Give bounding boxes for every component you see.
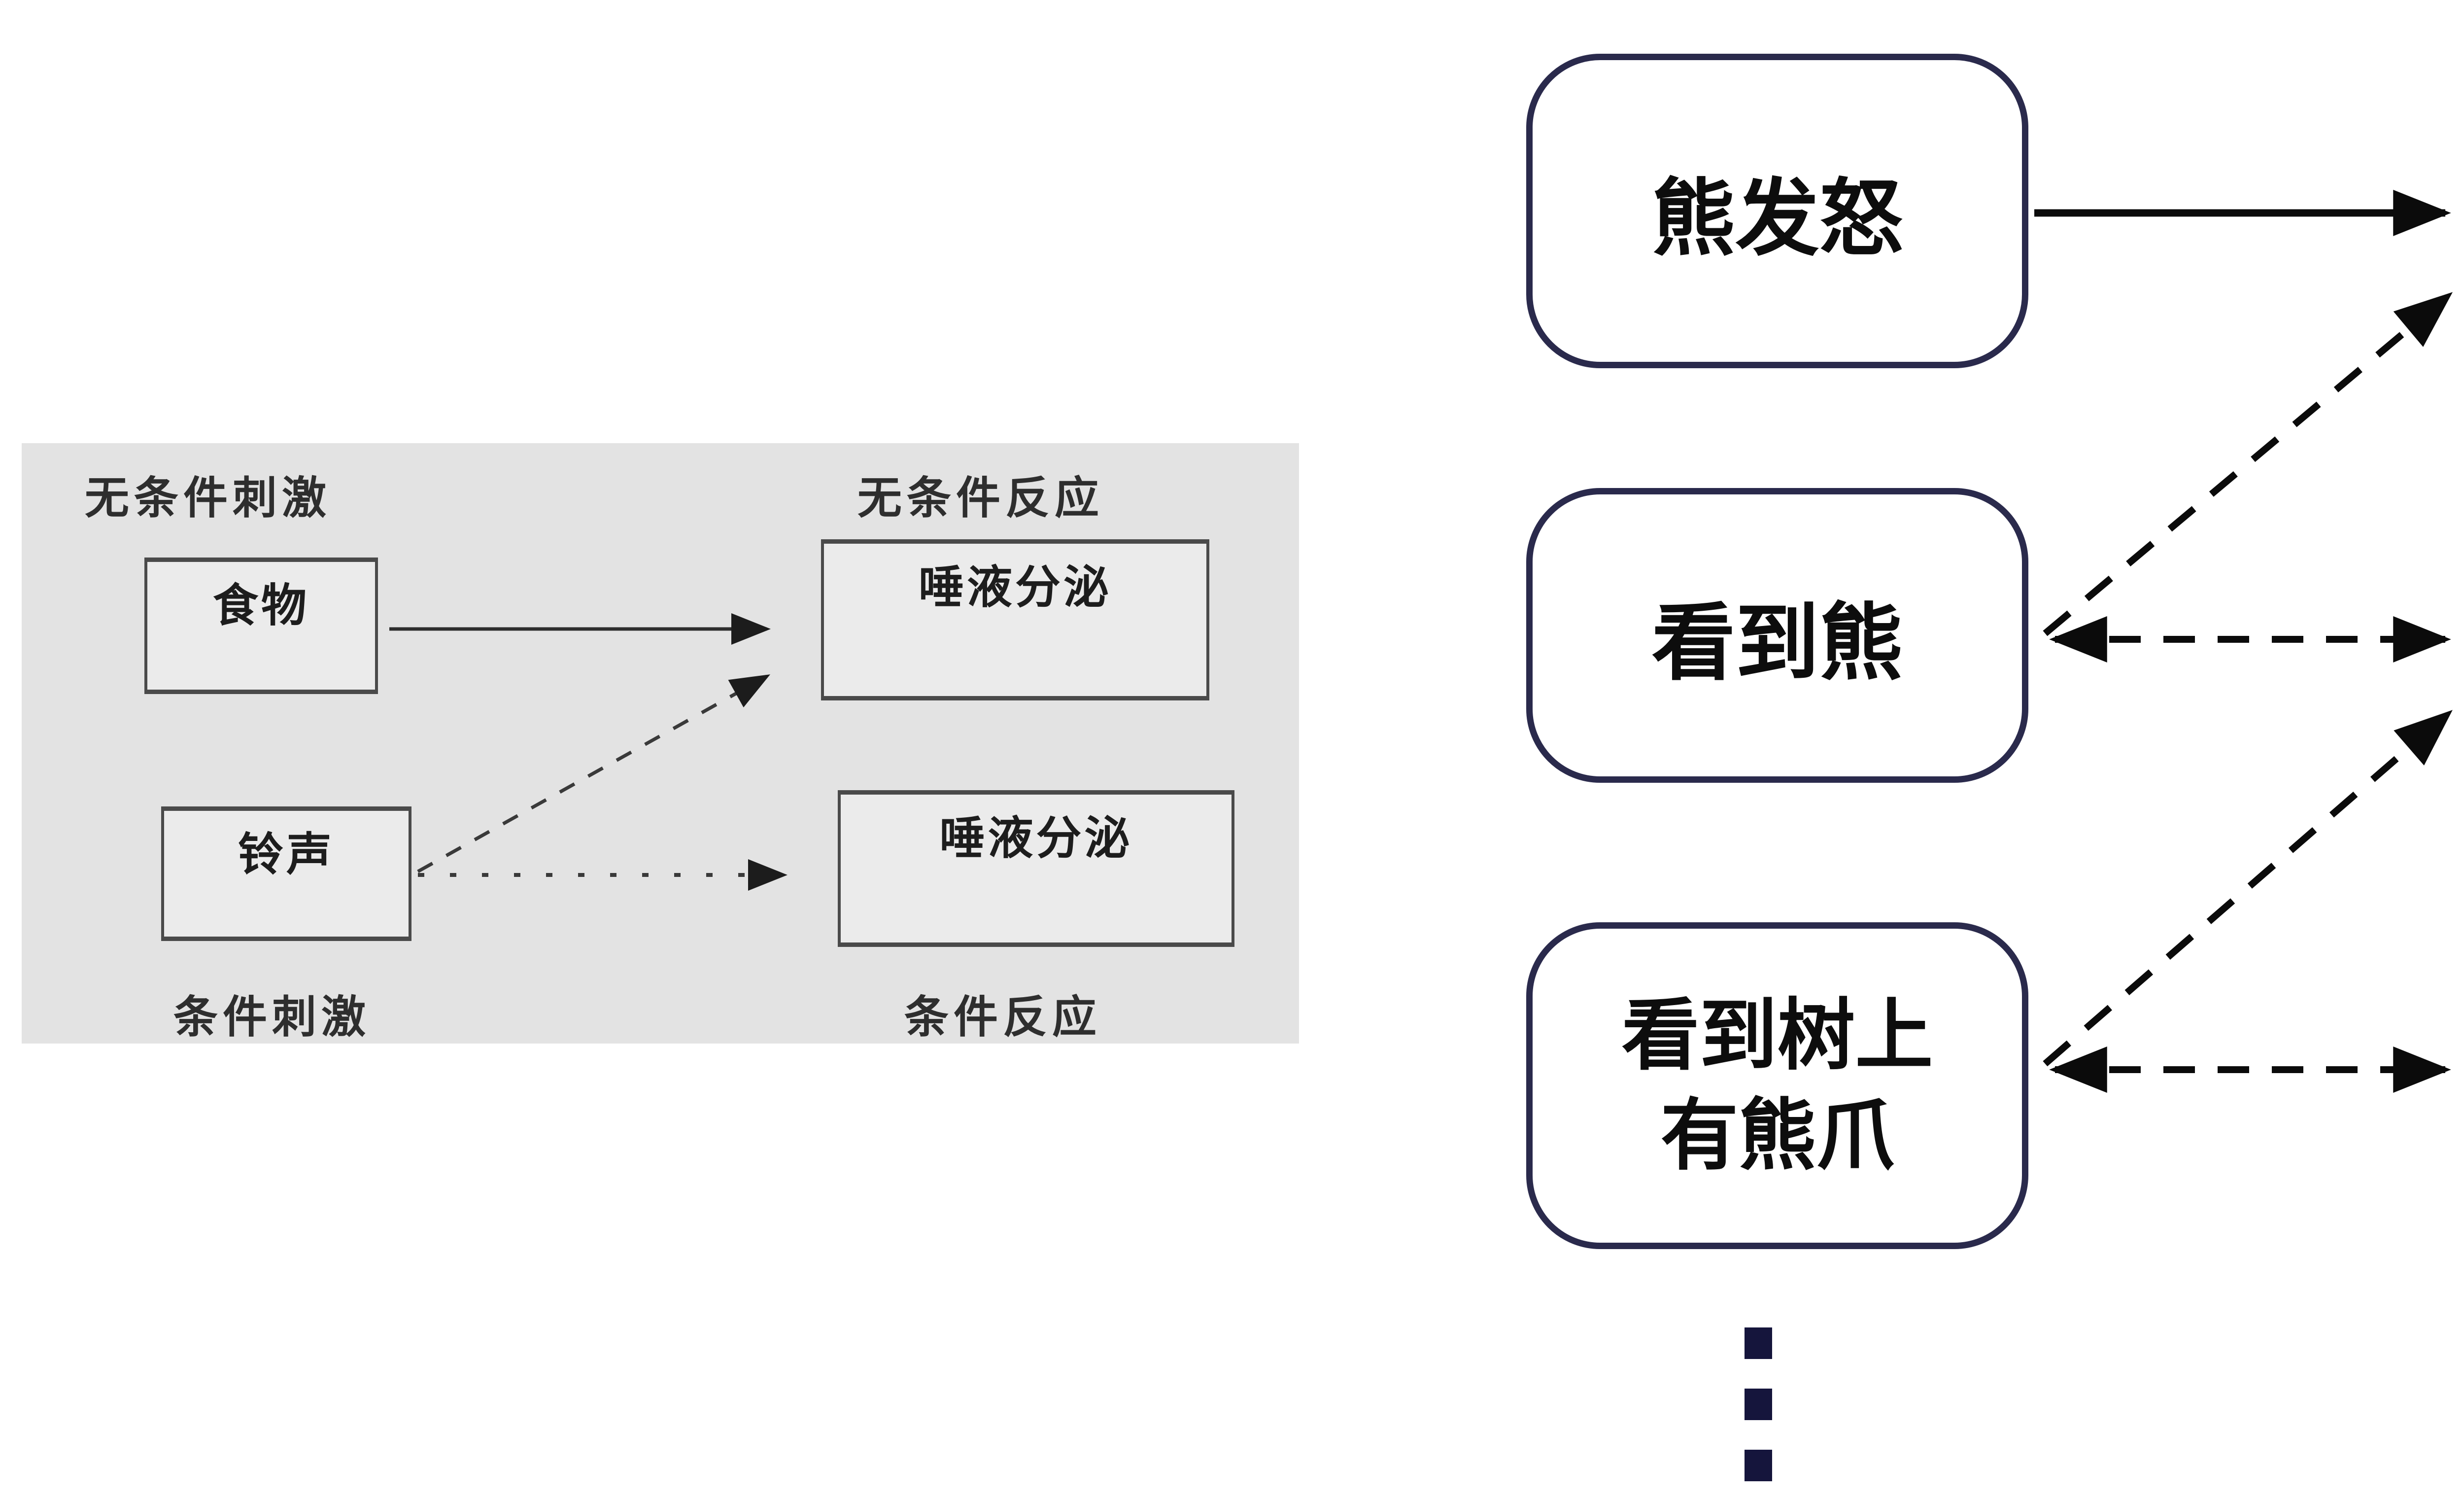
state-box-see-claw: 看到树上 有熊爪 (1526, 922, 2028, 1249)
unconditioned-stimulus-label: 无条件刺激 (85, 474, 331, 523)
state-box-see-bear: 看到熊 (1526, 488, 2028, 783)
saliva-box-top: 唾液分泌 (821, 539, 1209, 700)
food-box: 食物 (144, 558, 378, 694)
left-vertical-ellipsis-icon (1745, 1327, 1772, 1481)
bell-box-label: 铃声 (238, 830, 335, 880)
unconditioned-response-label: 无条件反应 (857, 474, 1104, 523)
dot (1745, 1327, 1772, 1359)
conditioned-stimulus-label: 条件刺激 (173, 993, 371, 1042)
dot (1745, 1389, 1772, 1420)
see-claw-to-vnext-dashed-arrow (2043, 710, 2453, 1067)
see-bear-to-reward-dashed-arrow (2043, 292, 2453, 636)
state-box-see-claw-label: 看到树上 有熊爪 (1621, 992, 1933, 1179)
state-box-bear-angry-label: 熊发怒 (1651, 172, 1903, 266)
classical-conditioning-panel: 无条件刺激 无条件反应 食物 唾液分泌 铃声 唾液分泌 条件刺激 条件反应 (22, 443, 1299, 1044)
state-box-see-bear-label: 看到熊 (1651, 596, 1903, 690)
bell-box: 铃声 (161, 806, 411, 941)
saliva-box-bottom: 唾液分泌 (838, 790, 1234, 947)
food-box-label: 食物 (212, 581, 309, 631)
dot (1745, 1450, 1772, 1481)
saliva-box-bottom-label: 唾液分泌 (939, 813, 1133, 864)
state-box-bear-angry: 熊发怒 (1526, 54, 2028, 368)
saliva-box-top-label: 唾液分泌 (918, 562, 1112, 613)
conditioned-response-label: 条件反应 (904, 993, 1101, 1042)
